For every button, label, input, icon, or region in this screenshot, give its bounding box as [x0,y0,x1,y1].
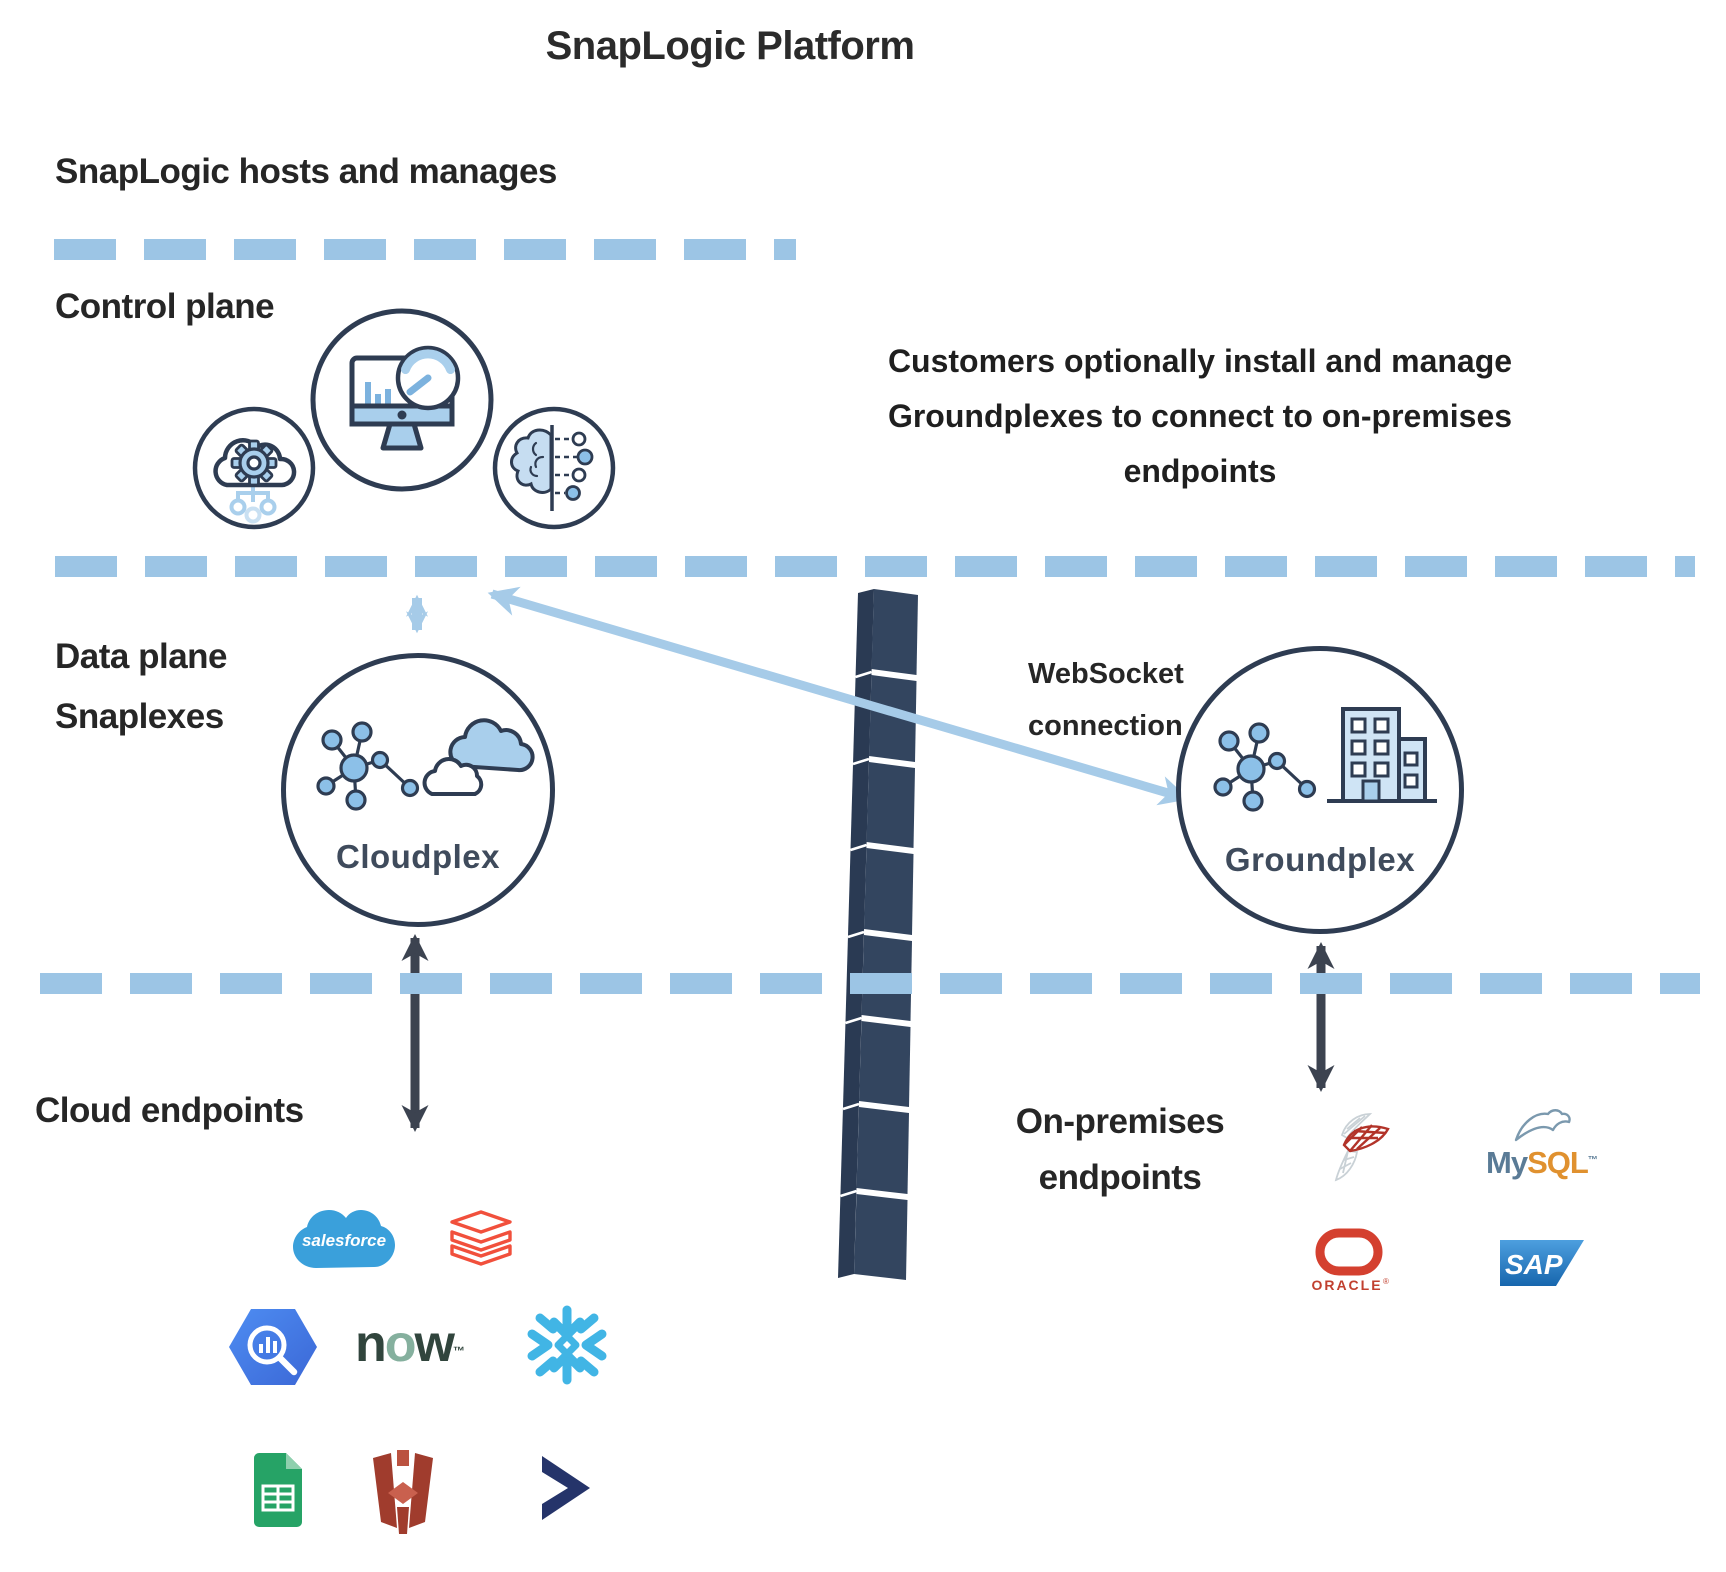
servicenow-wordmark-w: w [414,1315,455,1373]
servicenow-wordmark-n: n [355,1315,387,1373]
control-plane-label: Control plane [55,287,275,326]
cloud-endpoints-label: Cloud endpoints [35,1091,304,1130]
dashed-separator-bottom [40,973,1700,994]
mysql-trademark: ™ [1587,1155,1598,1166]
oracle-wordmark: ORACLE [1311,1277,1382,1293]
salesforce-logo: salesforce [293,1210,395,1268]
customers-note-line3: endpoints [1123,453,1277,489]
oracle-registered-mark: ® [1383,1277,1389,1286]
websocket-diagonal-arrow [487,586,1190,806]
sap-logo: SAP [1500,1240,1584,1286]
hosts-manages-label: SnapLogic hosts and manages [55,152,557,191]
mysql-wordmark-my: My [1486,1145,1528,1180]
cloudplex-endpoints-arrow [401,933,429,1133]
groundplex-node: Groundplex [1176,646,1464,934]
salesforce-wordmark: salesforce [302,1231,386,1250]
oracle-logo: ORACLE ® [1311,1228,1389,1293]
cloudplex-node: Cloudplex [281,653,555,927]
onprem-endpoints-line2: endpoints [1038,1158,1202,1197]
groundplex-label: Groundplex [1224,841,1416,878]
google-sheets-logo [254,1453,302,1527]
customers-note-line1: Customers optionally install and manage [887,343,1513,379]
sap-wordmark: SAP [1505,1249,1563,1280]
microsoft-dynamics-365-logo [542,1456,590,1520]
onprem-endpoints-line1: On-premises [1015,1102,1225,1141]
dashed-separator-middle [55,556,1695,577]
snaplexes-label: Snaplexes [55,697,224,736]
mysql-dolphin-icon [1514,1109,1571,1142]
cloudplex-label: Cloudplex [335,838,500,875]
data-plane-label: Data plane [55,637,228,676]
servicenow-trademark: ™ [452,1344,465,1358]
google-bigquery-logo [229,1309,317,1385]
cloud-gear-icon [192,406,316,530]
ai-brain-icon [492,406,616,530]
websocket-label: WebSocket connection [1028,648,1248,752]
mysql-logo: MySQL™ [1486,1108,1598,1188]
websocket-label-line2: connection [1028,710,1183,742]
websocket-label-line1: WebSocket [1028,658,1184,690]
customers-note-line2: Groundplexes to connect to on-premises [887,398,1513,434]
page-title: SnapLogic Platform [545,24,915,68]
onprem-endpoints-label: On-premises endpoints [980,1094,1260,1206]
gear-glyph [230,439,278,487]
microsoft-sql-server-logo [1334,1113,1390,1182]
customers-note: Customers optionally install and manage … [845,334,1555,499]
network-nodes-icon [316,721,420,811]
groundplex-endpoints-arrow [1307,941,1335,1093]
servicenow-wordmark-o: o [384,1315,417,1373]
cloud-icon [422,718,535,796]
amazon-s3-logo [373,1450,433,1534]
servicenow-logo: now™ [355,1318,485,1375]
monitor-dashboard-icon [310,308,494,492]
snowflake-logo [527,1305,607,1385]
databricks-logo [450,1210,512,1266]
control-cloudplex-arrow [406,594,428,634]
dashed-separator-top [54,239,796,260]
office-building-icon [1327,707,1437,803]
mysql-wordmark-sql: SQL [1527,1145,1589,1180]
network-nodes-icon [1213,722,1317,812]
